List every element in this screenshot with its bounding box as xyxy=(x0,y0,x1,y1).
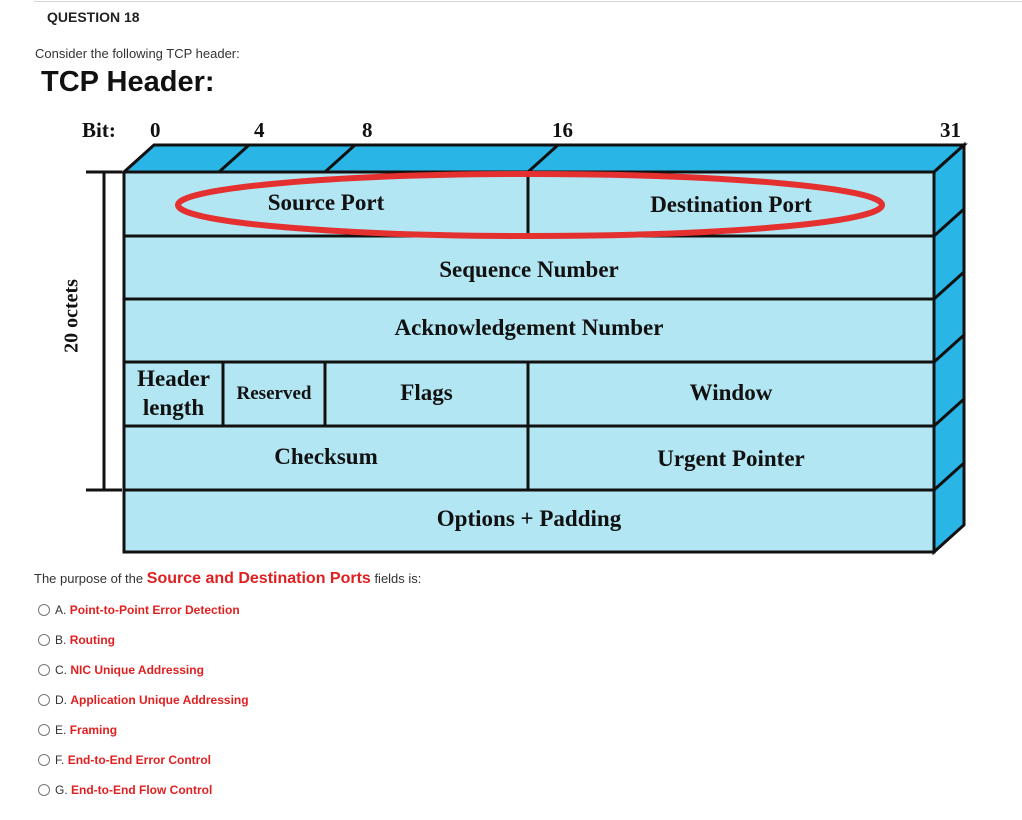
field-window: Window xyxy=(689,380,773,405)
top-divider xyxy=(34,1,1022,2)
octets-label: 20 octets xyxy=(60,279,83,353)
radio-button[interactable] xyxy=(38,604,50,616)
header-length-line1: Header xyxy=(137,366,210,391)
option-c[interactable]: C. NIC Unique Addressing xyxy=(38,663,204,677)
option-letter: E. xyxy=(55,723,67,737)
bit-0: 0 xyxy=(150,118,161,142)
option-text: Point-to-Point Error Detection xyxy=(69,603,240,617)
option-text: End-to-End Flow Control xyxy=(71,783,213,797)
option-text: Framing xyxy=(69,723,118,737)
bit-16: 16 xyxy=(552,118,573,142)
option-b[interactable]: B. Routing xyxy=(38,633,115,647)
field-sequence-number: Sequence Number xyxy=(439,257,619,282)
field-header-length: Header length xyxy=(124,364,223,422)
field-urgent-pointer: Urgent Pointer xyxy=(657,446,805,471)
bit-label: Bit: xyxy=(82,118,116,142)
field-destination-port: Destination Port xyxy=(650,192,812,217)
field-ack-number: Acknowledgement Number xyxy=(394,315,664,340)
field-flags: Flags xyxy=(400,380,453,405)
field-checksum: Checksum xyxy=(274,444,378,469)
option-letter: C. xyxy=(55,663,67,677)
option-text: NIC Unique Addressing xyxy=(70,663,204,677)
option-letter: B. xyxy=(55,633,67,647)
option-letter: D. xyxy=(55,693,67,707)
option-letter: A. xyxy=(55,603,67,617)
bit-31: 31 xyxy=(940,118,961,142)
option-g[interactable]: G. End-to-End Flow Control xyxy=(38,783,212,797)
question-intro: Consider the following TCP header: xyxy=(35,46,240,61)
radio-button[interactable] xyxy=(38,634,50,646)
prompt-after: fields is: xyxy=(374,571,422,586)
radio-button[interactable] xyxy=(38,724,50,736)
radio-button[interactable] xyxy=(38,664,50,676)
option-e[interactable]: E. Framing xyxy=(38,723,117,737)
option-letter: G. xyxy=(55,783,68,797)
field-options-padding: Options + Padding xyxy=(436,506,622,531)
header-length-line2: length xyxy=(142,395,205,420)
option-text: Application Unique Addressing xyxy=(70,693,249,707)
radio-button[interactable] xyxy=(38,784,50,796)
prompt-highlight: Source and Destination Ports xyxy=(146,570,371,587)
option-letter: F. xyxy=(55,753,65,767)
highlight-ellipse xyxy=(175,171,885,239)
prompt-before: The purpose of the xyxy=(34,571,144,586)
bit-4: 4 xyxy=(254,118,265,142)
diagram-title: TCP Header: xyxy=(41,66,215,98)
field-source-port: Source Port xyxy=(267,190,385,215)
radio-button[interactable] xyxy=(38,754,50,766)
option-a[interactable]: A. Point-to-Point Error Detection xyxy=(38,603,240,617)
option-text: Routing xyxy=(69,633,116,647)
option-f[interactable]: F. End-to-End Error Control xyxy=(38,753,211,767)
option-d[interactable]: D. Application Unique Addressing xyxy=(38,693,249,707)
question-title: QUESTION 18 xyxy=(47,9,140,25)
field-reserved: Reserved xyxy=(236,383,312,404)
question-prompt: The purpose of the Source and Destinatio… xyxy=(34,570,421,588)
radio-button[interactable] xyxy=(38,694,50,706)
option-text: End-to-End Error Control xyxy=(67,753,212,767)
bit-8: 8 xyxy=(362,118,373,142)
